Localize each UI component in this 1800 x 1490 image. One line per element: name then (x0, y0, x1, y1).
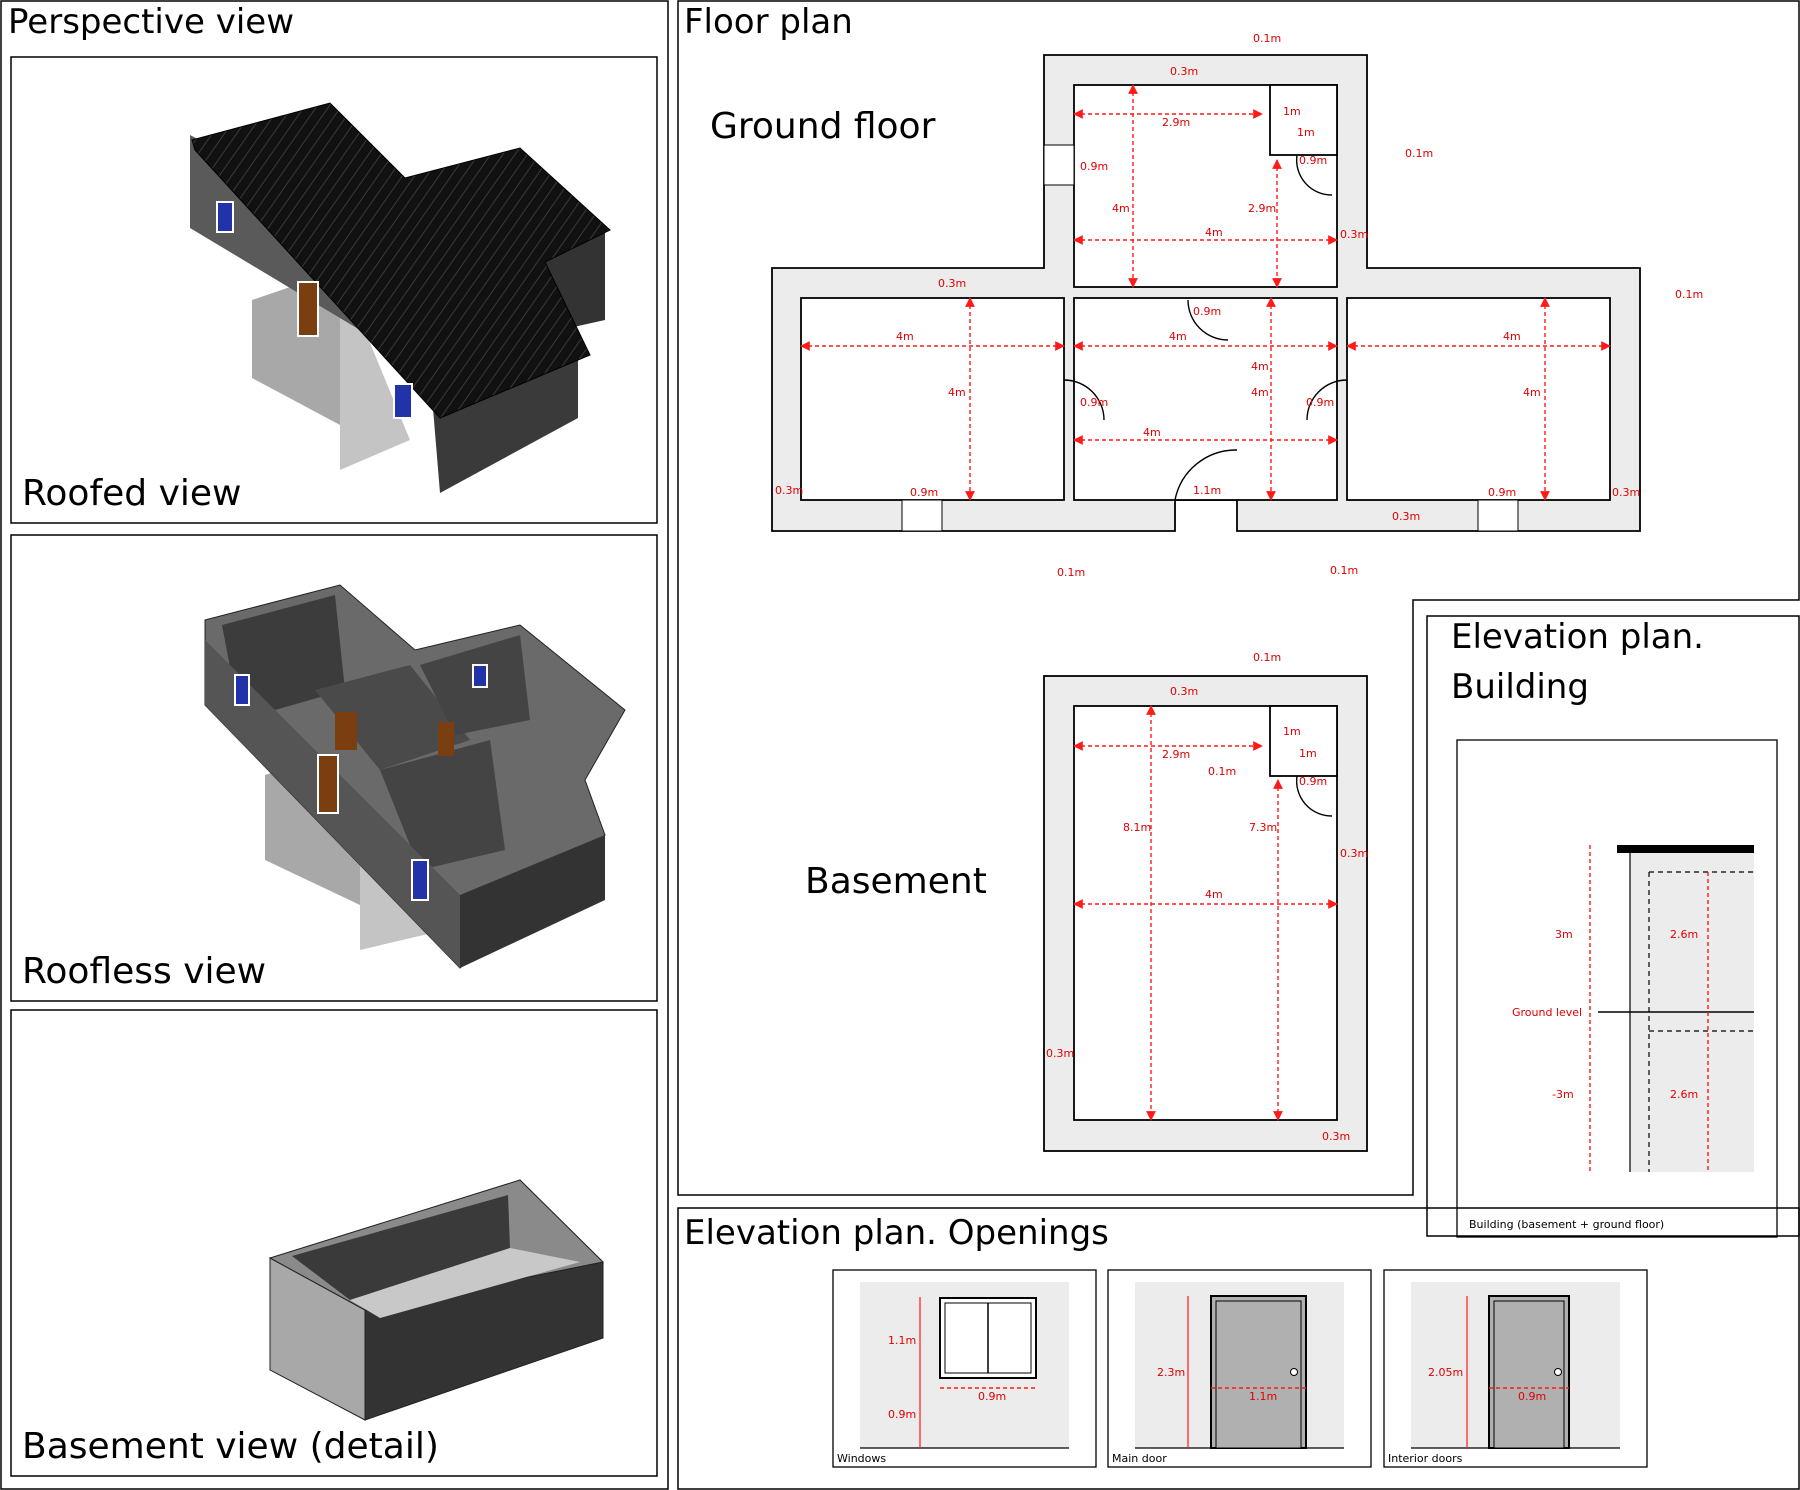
elevation-building-title-1: Elevation plan. (1451, 617, 1704, 657)
dimension-label: 1m (1297, 126, 1315, 139)
dimension-label: 0.1m (1405, 147, 1433, 160)
elevation-building-caption: Building (basement + ground floor) (1469, 1218, 1664, 1231)
dimension-label: 0.3m (938, 277, 966, 290)
window-icon (216, 201, 234, 233)
basement-view: Basement view (detail) (10, 1009, 658, 1477)
dimension-label: -3m (1552, 1088, 1574, 1101)
dimension-label: 1m (1283, 105, 1301, 118)
ground-floor-label: Ground floor (710, 106, 936, 147)
roofed-view: Roofed view (10, 56, 658, 524)
floor-plan-title: Floor plan (684, 2, 853, 42)
dimension-label: 1m (1283, 725, 1301, 738)
dimension-label: 0.3m (1340, 847, 1368, 860)
dimension-label: 2.05m (1428, 1366, 1463, 1379)
dimension-label: 4m (1143, 426, 1161, 439)
dimension-label: 0.3m (1340, 228, 1368, 241)
perspective-panel: Perspective view Roofed view (0, 0, 669, 1490)
door-icon (335, 712, 357, 750)
dimension-label: 0.3m (1170, 685, 1198, 698)
dimension-label: 0.1m (1253, 651, 1281, 664)
window-icon (234, 674, 250, 706)
dimension-label: 2.6m (1670, 928, 1698, 941)
dimension-label: 0.3m (775, 484, 803, 497)
dimension-label: 7.3m (1249, 821, 1277, 834)
dimension-label: 4m (948, 386, 966, 399)
dimension-label: 0.9m (910, 486, 938, 499)
interior-doors-elevation: 2.05m 0.9m Interior doors (1383, 1269, 1648, 1468)
dimension-label: 0.9m (1080, 160, 1108, 173)
dimension-label: 1m (1299, 747, 1317, 760)
door-icon (438, 722, 454, 756)
elevation-building-panel: Elevation plan. Building 3m Ground level… (1426, 615, 1800, 1238)
basement-plan: Basement 0.1m 0.3m 1m 1m 2.9m 0.1m 0.9m … (805, 651, 1368, 1152)
dimension-label: 2.9m (1162, 116, 1190, 129)
floor-plan-panel: Floor plan Ground floor (677, 0, 1800, 1196)
dimension-label: 4m (1112, 202, 1130, 215)
dimension-label: 1.1m (1193, 484, 1221, 497)
basement-dimensions: 0.1m 0.3m 1m 1m 2.9m 0.1m 0.9m 8.1m 7.3m… (1046, 651, 1368, 1143)
roofless-view-label: Roofless view (22, 951, 266, 992)
elevation-openings-title: Elevation plan. Openings (684, 1213, 1109, 1253)
elevation-building-title-2: Building (1451, 667, 1589, 707)
dimension-label: 4m (1251, 386, 1269, 399)
dimension-label: 0.9m (1306, 396, 1334, 409)
window-icon (393, 383, 413, 419)
roofed-view-label: Roofed view (22, 473, 241, 514)
dimension-label: 0.3m (1392, 510, 1420, 523)
window-icon (411, 859, 429, 901)
dimension-label: 0.1m (1208, 765, 1236, 778)
basement-label: Basement (805, 861, 987, 902)
dimension-label: 4m (1503, 330, 1521, 343)
dimension-label: 2.3m (1157, 1366, 1185, 1379)
dimension-label: 4m (1169, 330, 1187, 343)
dimension-label: 4m (896, 330, 914, 343)
main-door-elevation: 2.3m 1.1m Main door (1107, 1269, 1372, 1468)
dimension-label: 1.1m (1249, 1390, 1277, 1403)
dimension-label: 0.3m (1046, 1047, 1074, 1060)
dimension-label: 0.3m (1170, 65, 1198, 78)
dimension-label: 0.9m (978, 1390, 1006, 1403)
dimension-label: 4m (1523, 386, 1541, 399)
windows-caption: Windows (837, 1452, 886, 1465)
dimension-label: 0.1m (1253, 32, 1281, 45)
dimension-label: 2.9m (1248, 202, 1276, 215)
dimension-label: 1.1m (888, 1334, 916, 1347)
basement-view-label: Basement view (detail) (22, 1426, 439, 1467)
interior-doors-caption: Interior doors (1388, 1452, 1463, 1465)
dimension-label: 4m (1205, 226, 1223, 239)
dimension-label: Ground level (1512, 1006, 1582, 1019)
ground-floor-dimensions: 0.3m 0.1m 2.9m 1m 1m 0.9m 0.1m 0.9m 4m 2… (775, 32, 1703, 579)
dimension-label: 4m (1205, 888, 1223, 901)
main-door-caption: Main door (1112, 1452, 1167, 1465)
dimension-label: 2.9m (1162, 748, 1190, 761)
elevation-openings-panel: Elevation plan. Openings 1.1m 0.9m 0.9m … (677, 1207, 1800, 1490)
dimension-label: 0.3m (1612, 486, 1640, 499)
roofless-view: Roofless view (10, 534, 658, 1002)
dimension-label: 0.1m (1675, 288, 1703, 301)
dimension-label: 0.1m (1057, 566, 1085, 579)
door-icon (297, 281, 319, 337)
window-icon (472, 664, 488, 688)
door-icon (317, 754, 339, 814)
dimension-label: 2.6m (1670, 1088, 1698, 1101)
dimension-label: 8.1m (1123, 821, 1151, 834)
dimension-label: 0.9m (1193, 305, 1221, 318)
dimension-label: 0.1m (1330, 564, 1358, 577)
dimension-label: 0.9m (1299, 154, 1327, 167)
dimension-label: 0.9m (1518, 1390, 1546, 1403)
dimension-label: 0.3m (1322, 1130, 1350, 1143)
dimension-label: 0.9m (888, 1408, 916, 1421)
windows-elevation: 1.1m 0.9m 0.9m Windows (832, 1269, 1097, 1468)
dimension-label: 4m (1251, 360, 1269, 373)
dimension-label: 0.9m (1488, 486, 1516, 499)
perspective-title: Perspective view (8, 2, 294, 42)
dimension-label: 0.9m (1080, 396, 1108, 409)
ground-floor-plan: Ground floor (710, 32, 1703, 579)
dimension-label: 0.9m (1299, 775, 1327, 788)
dimension-label: 3m (1555, 928, 1573, 941)
